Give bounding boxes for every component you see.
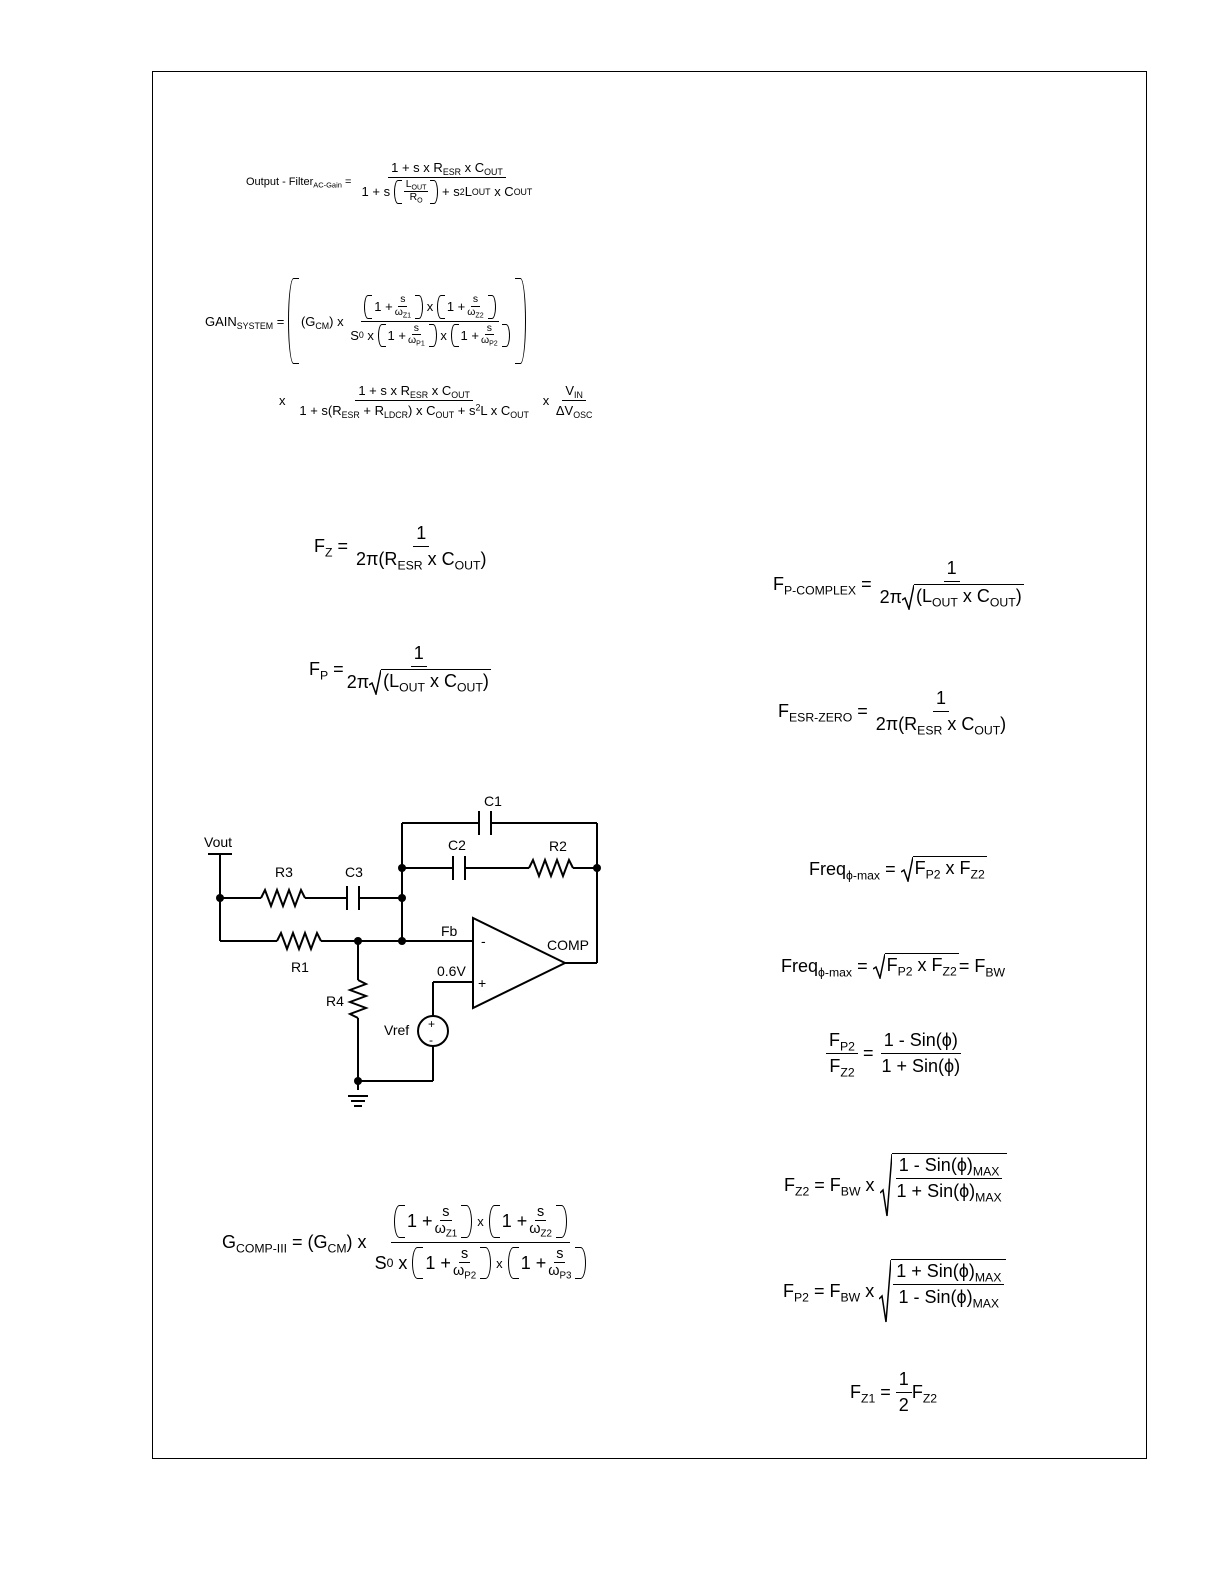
opamp-plus: + [478, 975, 486, 991]
fesr-zero-equation: FESR-ZERO = 1 2π(RESR x COUT) [778, 688, 1007, 738]
node-dot [398, 937, 406, 945]
opamp [472, 916, 568, 1010]
fp-complex-equation: FP-COMPLEX = 1 2π (LOUT x COUT) [773, 558, 1024, 610]
vout-label: Vout [204, 834, 232, 850]
r3-label: R3 [275, 864, 293, 880]
fp-equation: FP = 1 2π (LOUT x COUT) [309, 643, 491, 695]
r4-resistor [347, 979, 369, 1019]
vref-voltage-label: 0.6V [437, 963, 466, 979]
node-dot [354, 937, 362, 945]
vref-label: Vref [384, 1022, 409, 1038]
node-dot [398, 894, 406, 902]
page-border [152, 71, 1147, 1459]
r2-resistor [528, 857, 574, 879]
comp-label: COMP [547, 937, 589, 953]
c2-label: C2 [448, 837, 466, 853]
gain-system-line2: x 1 + s x RESR x COUT 1 + s(RESR + RLDCR… [279, 383, 593, 421]
r1-resistor [276, 930, 322, 952]
node-dot [398, 864, 406, 872]
fp2-fz2-ratio-equation: FP2 FZ2 = 1 - Sin(ϕ) 1 + Sin(ϕ) [826, 1030, 963, 1078]
fz-equation: FZ = 1 2π(RESR x COUT) [314, 523, 487, 573]
freq-phi-max-equation-1: Freqϕ-max = FP2 x FZ2 [809, 856, 987, 882]
c1-label: C1 [484, 793, 502, 809]
output-filter-equation: Output - FilterAC-Gain = 1 + s x RESR x … [246, 160, 533, 205]
node-dot [354, 1077, 362, 1085]
r4-label: R4 [326, 993, 344, 1009]
r1-label: R1 [291, 959, 309, 975]
vref-minus: - [429, 1033, 433, 1047]
vref-plus: + [428, 1017, 435, 1031]
opamp-minus: - [481, 933, 486, 949]
r2-label: R2 [549, 838, 567, 854]
freq-phi-max-equation-2: Freqϕ-max = FP2 x FZ2 = FBW [781, 953, 1006, 979]
r3-resistor [260, 887, 306, 909]
node-dot [593, 864, 601, 872]
compensation-schematic: Vout R3 C3 R1 C1 C2 R2 Fb COMP 0.6V R4 V… [204, 793, 601, 1107]
fb-label: Fb [441, 923, 458, 939]
node-dot [216, 894, 224, 902]
c3-label: C3 [345, 864, 363, 880]
